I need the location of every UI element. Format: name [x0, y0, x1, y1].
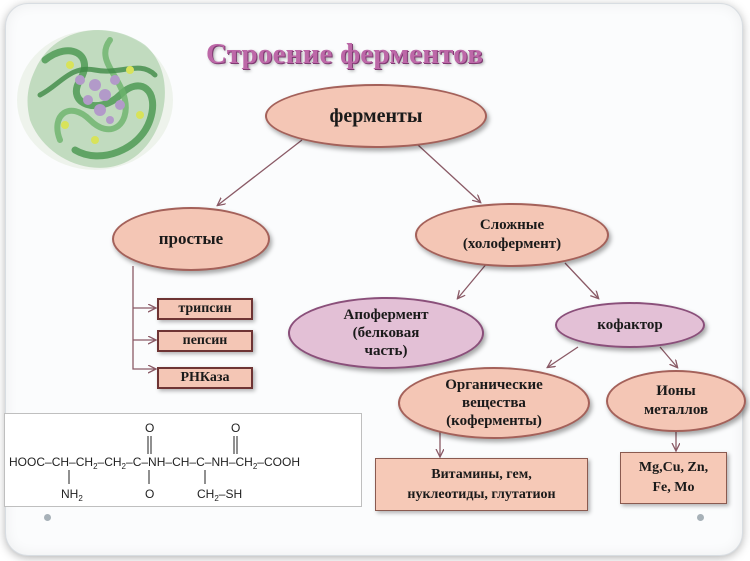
node-organic-line1: Органические — [445, 377, 543, 393]
node-complex-line1: Сложные — [479, 217, 545, 233]
formula-bonds — [68, 436, 238, 484]
svg-text:O: O — [145, 487, 154, 501]
example-pepsin: пепсин — [157, 330, 253, 352]
node-organic: Органические вещества (коферменты) — [398, 367, 590, 439]
node-cofactor: кофактор — [555, 302, 705, 348]
example-rnase-label: РНКаза — [180, 370, 230, 385]
node-enzymes-label: ферменты — [329, 104, 423, 127]
metal-examples-box: Mg,Cu, Zn, Fe, Mo — [620, 452, 727, 504]
node-apoenzyme-line2: (белковая — [352, 325, 420, 341]
glutathione-formula: HOOC–CH–CH2–CH2–C–NH–CH–C–NH–CH2–COOH O … — [9, 421, 300, 503]
coenzyme-examples-line2: нуклеотиды, глутатион — [407, 486, 556, 502]
node-apoenzyme-line1: Апофермент — [343, 307, 429, 323]
node-apoenzyme: Апофермент (белковая часть) — [288, 297, 484, 369]
svg-text:HOOC–CH–CH2–CH2–C–NH–CH–C–NH–C: HOOC–CH–CH2–CH2–C–NH–CH–C–NH–CH2–COOH — [9, 455, 300, 471]
node-complex-line2: (холофермент) — [462, 236, 562, 252]
formula-top-atoms: O O — [145, 421, 240, 435]
example-pepsin-label: пепсин — [182, 333, 228, 348]
node-enzymes: ферменты — [265, 84, 487, 148]
node-metal-ions: Ионы металлов — [606, 370, 746, 432]
node-organic-line3: (коферменты) — [446, 413, 542, 429]
node-complex: Сложные (холофермент) — [415, 203, 609, 267]
example-trypsin: трипсин — [157, 298, 253, 320]
node-organic-line2: вещества — [462, 395, 526, 411]
formula-main-chain: HOOC–CH–CH2–CH2–C–NH–CH–C–NH–CH2–COOH — [9, 455, 300, 471]
coenzyme-examples-line1: Витамины, гем, — [431, 466, 532, 482]
slide-decor-dot-left — [44, 514, 51, 521]
coenzyme-examples-box: Витамины, гем, нуклеотиды, глутатион — [375, 458, 588, 511]
node-apoenzyme-line3: часть) — [364, 343, 408, 359]
diagram-arrows — [132, 139, 677, 456]
svg-text:CH2–SH: CH2–SH — [197, 487, 242, 503]
node-metal-ions-line2: металлов — [643, 402, 709, 418]
protein-structure-image — [17, 30, 173, 170]
svg-text:NH2: NH2 — [61, 487, 83, 503]
slide-decor-dot-right — [697, 514, 704, 521]
node-simple: простые — [112, 207, 270, 271]
node-cofactor-label: кофактор — [597, 316, 663, 333]
metal-examples-line2: Fe, Mo — [652, 480, 695, 495]
node-simple-label: простые — [158, 229, 224, 248]
svg-text:O: O — [145, 421, 154, 435]
example-trypsin-label: трипсин — [178, 301, 232, 316]
glutathione-formula-panel: HOOC–CH–CH2–CH2–C–NH–CH–C–NH–CH2–COOH O … — [4, 413, 362, 507]
formula-bottom-groups: NH2 O CH2–SH — [61, 487, 242, 503]
slide-title: Строение ферментов — [206, 38, 484, 70]
metal-examples-line1: Mg,Cu, Zn, — [638, 460, 709, 475]
example-rnase: РНКаза — [157, 367, 253, 389]
node-metal-ions-line1: Ионы — [656, 383, 696, 399]
svg-text:O: O — [231, 421, 240, 435]
